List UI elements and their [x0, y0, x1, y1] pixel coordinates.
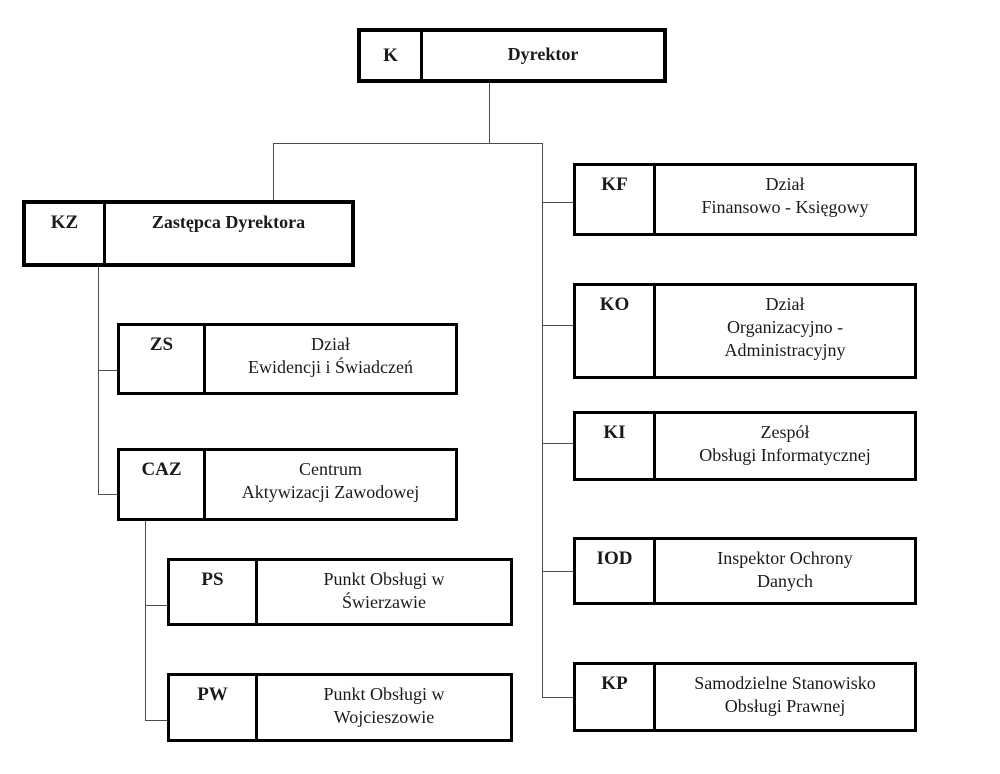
connector-stub-zs	[98, 370, 117, 371]
connector-stub-kf	[542, 202, 573, 203]
org-node-label: Dział Ewidencji i Świadczeń	[248, 334, 413, 378]
org-node-code: ZS	[120, 326, 206, 392]
connector-stub-caz	[98, 494, 117, 495]
org-node-code: KF	[576, 166, 656, 233]
org-node-label: Zastępca Dyrektora	[151, 212, 306, 232]
org-node-code: KI	[576, 414, 656, 478]
org-node-zespol-obslugi-informatycznej: KI Zespół Obsługi Informatycznej	[573, 411, 917, 481]
org-node-code: PS	[170, 561, 258, 623]
org-node-zastepca-dyrektora: KZ Zastępca Dyrektora	[22, 200, 355, 267]
org-node-inspektor-ochrony-danych: IOD Inspektor Ochrony Danych	[573, 537, 917, 605]
connector-stub-ps	[145, 605, 167, 606]
org-node-label: Centrum Aktywizacji Zawodowej	[241, 459, 420, 503]
org-node-code: CAZ	[120, 451, 206, 518]
connector-stub-iod	[542, 571, 573, 572]
org-node-label: Punkt Obsługi w Świerzawie	[323, 569, 445, 613]
org-node-stanowisko-obslugi-prawnej: KP Samodzielne Stanowisko Obsługi Prawne…	[573, 662, 917, 732]
org-node-label: Zespół Obsługi Informatycznej	[699, 422, 871, 466]
connector-stub-ko	[542, 325, 573, 326]
org-node-label: Punkt Obsługi w Wojcieszowie	[323, 684, 445, 728]
connector-right-spine	[542, 143, 543, 698]
org-node-label: Dział Finansowo - Księgowy	[701, 174, 869, 218]
org-node-punkt-wojcieszow: PW Punkt Obsługi w Wojcieszowie	[167, 673, 513, 742]
org-node-label: Inspektor Ochrony Danych	[717, 548, 853, 592]
connector-root-drop	[489, 83, 490, 143]
org-node-label: Dyrektor	[507, 43, 579, 64]
org-node-dzial-organizacyjno-administracyjny: KO Dział Organizacyjno - Administracyjny	[573, 283, 917, 379]
connector-caz-spine	[145, 521, 146, 721]
connector-stub-ki	[542, 443, 573, 444]
org-node-dyrektor: K Dyrektor	[357, 28, 667, 83]
connector-stub-pw	[145, 720, 167, 721]
org-node-code: KO	[576, 286, 656, 376]
connector-left-spine	[98, 267, 99, 495]
connector-kz-drop	[273, 143, 274, 201]
org-node-label: Samodzielne Stanowisko Obsługi Prawnej	[694, 673, 876, 717]
org-node-dzial-ewidencji: ZS Dział Ewidencji i Świadczeń	[117, 323, 458, 395]
org-node-dzial-finansowo-ksiegowy: KF Dział Finansowo - Księgowy	[573, 163, 917, 236]
org-node-code: IOD	[576, 540, 656, 602]
org-node-label: Dział Organizacyjno - Administracyjny	[724, 294, 846, 361]
org-node-code: K	[361, 32, 423, 79]
org-node-code: PW	[170, 676, 258, 739]
org-node-punkt-swierzawa: PS Punkt Obsługi w Świerzawie	[167, 558, 513, 626]
connector-top-rail	[273, 143, 543, 144]
org-node-centrum-aktywizacji: CAZ Centrum Aktywizacji Zawodowej	[117, 448, 458, 521]
org-node-code: KP	[576, 665, 656, 729]
org-node-code: KZ	[26, 204, 106, 263]
connector-stub-kp	[542, 697, 573, 698]
